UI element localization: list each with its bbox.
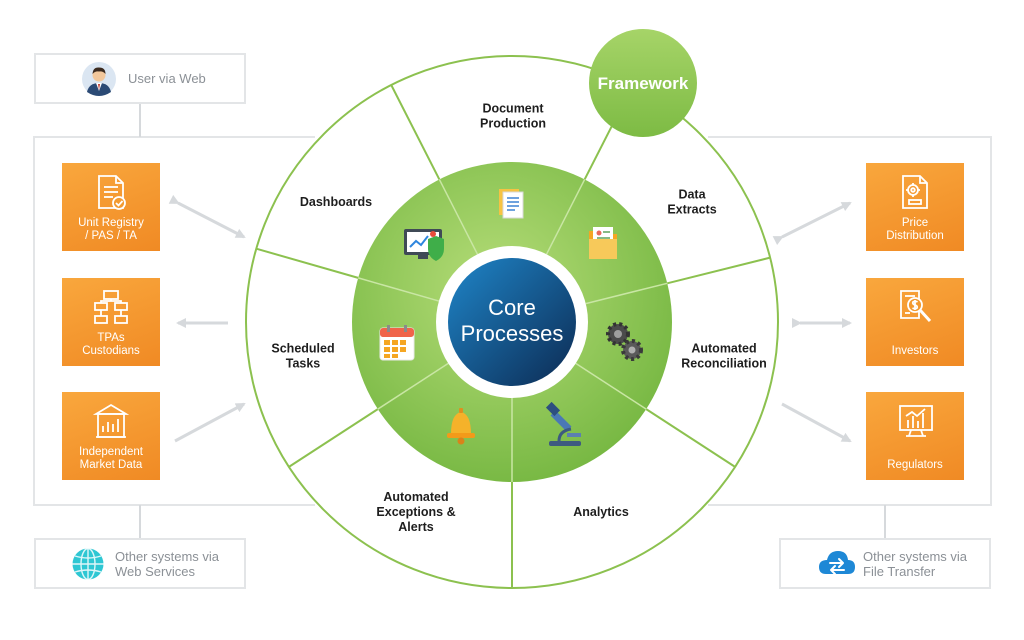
independent-market-data-label: Independent Market Data <box>79 446 143 471</box>
hierarchy-icon <box>94 290 128 324</box>
bottom-left-connector <box>139 505 141 538</box>
price-document-icon <box>902 175 928 209</box>
data-extracts-icon <box>589 227 617 259</box>
framework-circle <box>589 29 697 137</box>
bank-chart-icon <box>93 403 129 438</box>
inner-dividers <box>357 179 668 482</box>
file-transfer-box: Other systems via File Transfer <box>779 538 991 589</box>
segment-label-data-extracts: Extracts <box>667 203 716 217</box>
dashboards-monitor-icon <box>404 229 444 261</box>
file-transfer-label: Other systems via File Transfer <box>863 548 968 579</box>
regulator-building-icon <box>899 405 933 437</box>
segment-divider <box>288 408 379 468</box>
top-left-connector <box>139 104 141 137</box>
segment-divider <box>645 408 736 468</box>
segment-label-document-production: Document <box>482 102 544 116</box>
user-via-web-label: User via Web <box>128 71 206 86</box>
scheduled-tasks-calendar-icon <box>379 325 415 361</box>
analytics-microscope-icon <box>545 401 581 446</box>
investor-search-icon <box>900 290 932 323</box>
inner-divider <box>438 179 479 255</box>
segment-label-automated-reconciliation: Reconciliation <box>681 357 766 371</box>
arrow-regulators <box>781 402 852 443</box>
document-check-icon <box>98 175 126 210</box>
web-services-label: Other systems via Web Services <box>115 548 220 579</box>
regulators-box: Regulators <box>866 392 964 480</box>
bottom-right-connector <box>884 505 886 538</box>
cloud-transfer-icon <box>819 550 855 575</box>
segment-label-automated-exceptions-alerts: Alerts <box>398 520 433 534</box>
investors-box: Investors <box>866 278 964 366</box>
inner-divider <box>545 179 586 255</box>
core-title-line1: Core <box>488 295 536 320</box>
right-connector-frame <box>708 136 992 506</box>
tpas-custodians-label: TPAs Custodians <box>82 332 140 357</box>
left-connector-frame <box>33 136 315 506</box>
unit-registry-box: Unit Registry / PAS / TA <box>62 163 160 251</box>
inner-divider <box>585 282 668 305</box>
tpas-custodians-box: TPAs Custodians <box>62 278 160 366</box>
segment-divider <box>256 247 359 279</box>
segment-label-automated-exceptions-alerts: Exceptions & <box>376 505 455 519</box>
inner-divider <box>575 362 647 410</box>
globe-icon <box>72 547 104 580</box>
unit-registry-label: Unit Registry / PAS / TA <box>78 217 144 242</box>
price-distribution-label: Price Distribution <box>886 217 944 242</box>
user-avatar-icon <box>82 61 116 96</box>
arrow-unit-registry <box>168 194 246 239</box>
independent-market-data-box: Independent Market Data <box>62 392 160 480</box>
alerts-bell-icon <box>447 408 475 445</box>
inner-divider <box>357 277 440 302</box>
segment-label-dashboards: Dashboards <box>300 195 372 209</box>
segment-labels: DocumentProductionDataExtractsAutomatedR… <box>271 102 766 535</box>
segment-dividers <box>256 84 771 588</box>
web-services-box: Other systems via Web Services <box>34 538 246 589</box>
regulators-label: Regulators <box>887 459 943 471</box>
segment-label-automated-exceptions-alerts: Automated <box>383 490 448 504</box>
document-production-icon <box>499 189 524 219</box>
automated-reconciliation-icon <box>606 322 643 361</box>
core-circle <box>448 258 576 386</box>
arrow-market-data <box>174 402 246 443</box>
framework-label: Framework <box>598 74 689 93</box>
segment-label-scheduled-tasks: Tasks <box>286 357 321 371</box>
user-via-web-box: User via Web <box>34 53 246 104</box>
arrow-price-distribution <box>772 201 852 246</box>
investors-label: Investors <box>891 345 939 357</box>
segment-label-data-extracts: Data <box>678 188 706 202</box>
core-title-line2: Processes <box>461 321 564 346</box>
price-distribution-box: Price Distribution <box>866 163 964 251</box>
segment-label-analytics: Analytics <box>573 505 629 519</box>
segment-label-scheduled-tasks: Scheduled <box>271 342 334 356</box>
segment-divider <box>390 84 441 180</box>
segment-label-automated-reconciliation: Automated <box>691 342 756 356</box>
segment-label-document-production: Production <box>480 117 546 131</box>
segment-divider <box>667 256 771 285</box>
inner-divider <box>377 362 449 410</box>
